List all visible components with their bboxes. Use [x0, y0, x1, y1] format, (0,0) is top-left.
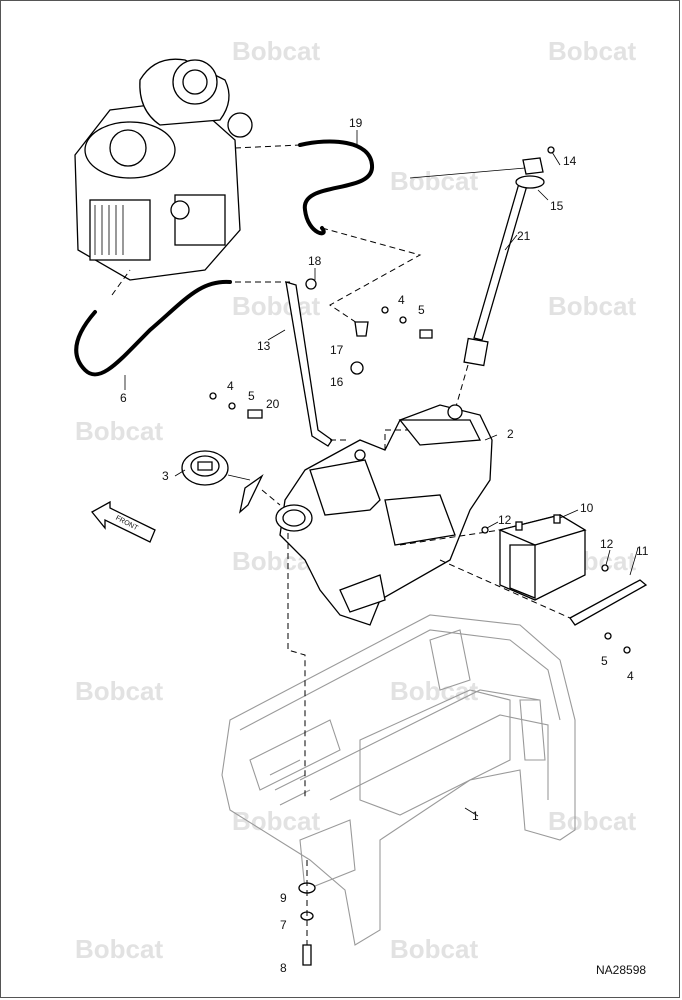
callout-13: 13 — [257, 339, 271, 353]
callout-8: 8 — [280, 961, 287, 975]
callout-5: 5 — [418, 303, 425, 317]
callout-11: 11 — [636, 544, 649, 558]
watermark: Bobcat — [75, 934, 163, 964]
front-arrow: FRONT — [91, 500, 156, 543]
pickup-tube-13 — [285, 281, 348, 447]
callout-18: 18 — [308, 254, 322, 268]
callout-9: 9 — [280, 891, 287, 905]
callout-1: 1 — [472, 809, 479, 823]
watermark: Bobcat — [548, 806, 636, 836]
callout-5: 5 — [248, 389, 255, 403]
callout-4: 4 — [227, 379, 234, 393]
callout-14: 14 — [563, 154, 577, 168]
fuel-cap — [181, 450, 281, 514]
fuel-hose-19 — [234, 139, 422, 326]
callout-20: 20 — [266, 397, 280, 411]
watermark: Bobcat — [232, 806, 320, 836]
callout-7: 7 — [280, 918, 287, 932]
callout-labels: 1 2 3 4 5 4 5 4 5 6 7 8 9 10 11 12 12 13… — [120, 116, 649, 975]
figure-number: NA28598 — [596, 963, 646, 977]
watermark: Bobcat — [232, 36, 320, 66]
watermark: Bobcat — [390, 166, 478, 196]
callout-16: 16 — [330, 375, 344, 389]
callout-17: 17 — [330, 343, 344, 357]
callout-12: 12 — [498, 513, 512, 527]
callout-15: 15 — [550, 199, 564, 213]
callout-3: 3 — [162, 469, 169, 483]
watermark: Bobcat — [548, 36, 636, 66]
callout-4: 4 — [398, 293, 405, 307]
watermark: Bobcat — [548, 291, 636, 321]
callout-5: 5 — [601, 654, 608, 668]
callout-6: 6 — [120, 391, 127, 405]
fuel-hose-6 — [74, 269, 290, 377]
hardware — [209, 146, 631, 966]
fuel-tank — [275, 404, 493, 800]
callout-2: 2 — [507, 427, 514, 441]
watermark: Bobcat — [232, 291, 320, 321]
callout-21: 21 — [517, 229, 531, 243]
callout-4: 4 — [627, 669, 634, 683]
watermark: Bobcat — [75, 676, 163, 706]
watermark: Bobcat — [390, 934, 478, 964]
callout-10: 10 — [580, 501, 594, 515]
engine — [74, 58, 253, 281]
callout-12: 12 — [600, 537, 614, 551]
chassis-frame — [221, 614, 576, 946]
callout-19: 19 — [349, 116, 363, 130]
rod-21 — [409, 157, 545, 411]
watermark: Bobcat — [390, 676, 478, 706]
leader-lines — [124, 130, 639, 817]
battery — [497, 514, 587, 601]
watermark: Bobcat — [75, 416, 163, 446]
